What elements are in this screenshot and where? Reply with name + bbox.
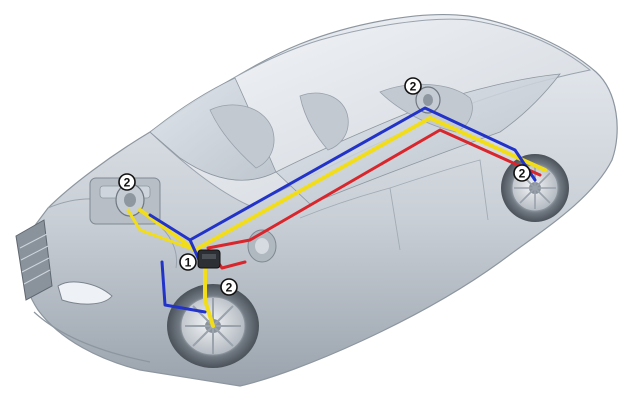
callout-label: 2 xyxy=(226,281,233,295)
callout-label: 2 xyxy=(519,167,526,181)
callout-label: 1 xyxy=(185,256,192,270)
callout-rear-left-wheel-brake: 2 xyxy=(405,78,421,94)
control-unit xyxy=(198,250,220,268)
callout-control-unit: 1 xyxy=(180,254,196,270)
callout-rear-right-wheel-brake: 2 xyxy=(514,165,530,181)
callout-label: 2 xyxy=(410,80,417,94)
callout-front-left-wheel-brake: 2 xyxy=(119,174,135,190)
callout-label: 2 xyxy=(124,176,131,190)
callout-front-right-wheel-brake: 2 xyxy=(221,279,237,295)
